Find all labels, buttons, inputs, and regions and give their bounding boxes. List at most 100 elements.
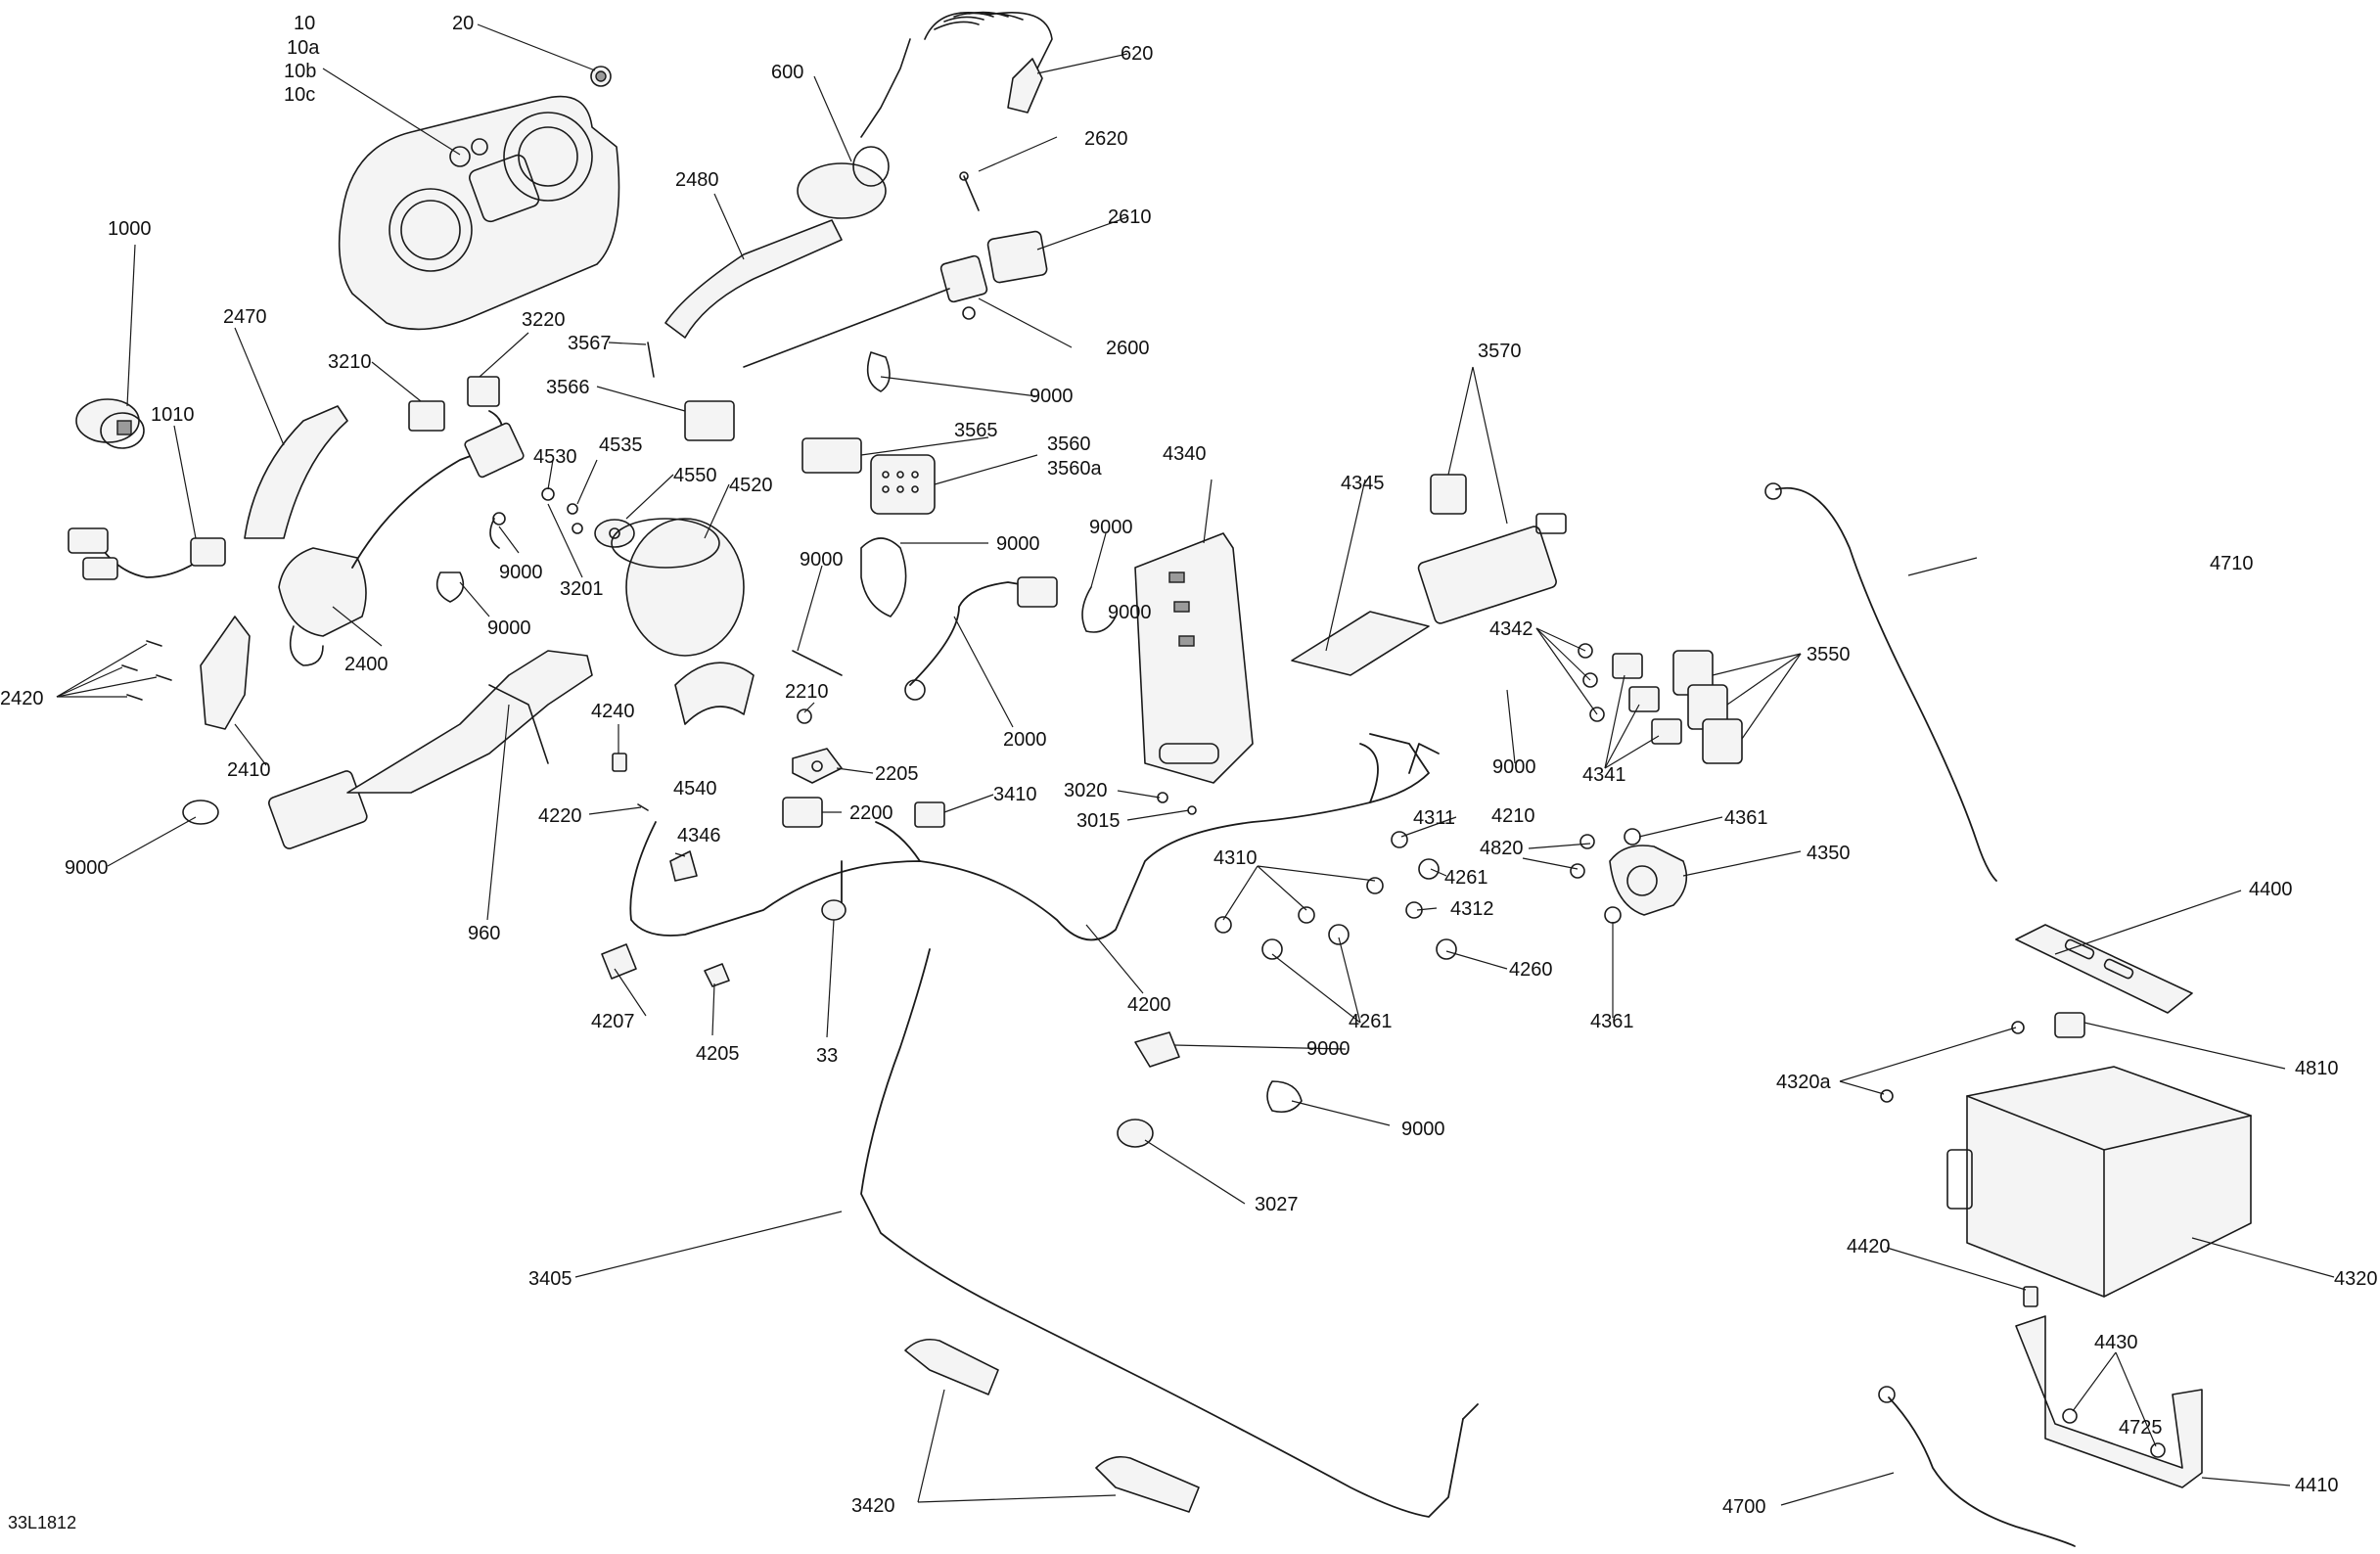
- callout-9000-g: 9000: [800, 549, 844, 571]
- callout-9000-i: 9000: [1306, 1038, 1350, 1060]
- callout-9000-c: 9000: [499, 562, 543, 583]
- callout-2200: 2200: [849, 802, 893, 824]
- callout-3560a: 3560a: [1047, 458, 1102, 480]
- handlebar-switch: [278, 410, 525, 666]
- callout-4260: 4260: [1509, 959, 1553, 981]
- callout-9000-f: 9000: [1089, 517, 1133, 538]
- clip-9000-top: [866, 351, 891, 392]
- callout-4261-b: 4261: [1349, 1011, 1393, 1032]
- callout-4420: 4420: [1847, 1236, 1891, 1257]
- callout-2000: 2000: [1003, 729, 1047, 751]
- callout-10a: 10a: [287, 37, 320, 59]
- callout-4346: 4346: [677, 825, 721, 846]
- callout-4530: 4530: [533, 446, 577, 468]
- callout-3210: 3210: [328, 351, 372, 373]
- sleeve-4540: [674, 662, 755, 725]
- callout-4361-a: 4361: [1724, 807, 1768, 829]
- callout-4240: 4240: [591, 701, 635, 722]
- switch-2600: [743, 254, 988, 368]
- callout-3220: 3220: [522, 309, 566, 331]
- callout-2610: 2610: [1108, 206, 1152, 228]
- callout-3027: 3027: [1255, 1194, 1299, 1215]
- callout-4725: 4725: [2119, 1417, 2163, 1439]
- callout-4540: 4540: [673, 778, 717, 800]
- callout-4535: 4535: [599, 434, 643, 456]
- callout-4205: 4205: [696, 1043, 740, 1065]
- ground-cable-4710: [1764, 482, 1997, 882]
- part-4220: [637, 803, 649, 811]
- callout-4341: 4341: [1582, 764, 1626, 786]
- callout-3420: 3420: [851, 1495, 895, 1517]
- battery-strap-4400: [2015, 924, 2193, 1014]
- nut-4820: [1570, 863, 1585, 879]
- conduit-hose: [244, 405, 348, 539]
- callout-3405: 3405: [528, 1268, 572, 1290]
- callout-4342: 4342: [1489, 618, 1533, 640]
- relay-3210: [408, 400, 445, 432]
- sensor-2200: [782, 797, 823, 828]
- callout-4400: 4400: [2249, 879, 2293, 900]
- gasket-2205: [792, 748, 843, 784]
- callout-9000-e: 9000: [996, 533, 1040, 555]
- callout-4210: 4210: [1491, 805, 1535, 827]
- callout-33: 33: [816, 1045, 838, 1067]
- screw-3015: [1187, 805, 1197, 815]
- screws-4530: [492, 487, 583, 534]
- callout-4320a: 4320a: [1776, 1072, 1831, 1093]
- column-harness: [268, 650, 593, 849]
- callout-4261-a: 4261: [1444, 867, 1488, 889]
- callout-4430: 4430: [2094, 1332, 2138, 1353]
- sleeve-3420-b: [1095, 1455, 1200, 1513]
- rod-9000: [792, 650, 843, 676]
- key-switch: [797, 38, 911, 219]
- callout-4700: 4700: [1722, 1496, 1766, 1518]
- outlet-harness: [68, 527, 226, 580]
- flange-4550: [594, 519, 635, 548]
- callout-1010: 1010: [151, 404, 195, 426]
- relays-3550: [1672, 650, 1743, 764]
- callout-4820: 4820: [1480, 838, 1524, 859]
- callout-9000-h: 9000: [1492, 756, 1536, 778]
- callout-4810: 4810: [2295, 1058, 2339, 1079]
- clip-9000-mid: [489, 518, 500, 549]
- callout-960: 960: [468, 923, 500, 944]
- tie-9000-2: [1081, 586, 1117, 633]
- drawing-code: 33L1812: [8, 1513, 76, 1532]
- callout-2400: 2400: [344, 654, 389, 675]
- callout-3550: 3550: [1807, 644, 1851, 665]
- callout-4410: 4410: [2295, 1475, 2339, 1496]
- callout-1000: 1000: [108, 218, 152, 240]
- callout-4361-b: 4361: [1590, 1011, 1634, 1032]
- safety-lanyard: [924, 11, 1053, 114]
- callout-4220: 4220: [538, 805, 582, 827]
- callout-3015: 3015: [1076, 810, 1121, 832]
- callout-4345: 4345: [1341, 473, 1385, 494]
- bolt-4420: [2023, 1286, 2038, 1307]
- callout-3560: 3560: [1047, 434, 1091, 455]
- callout-9000-j: 9000: [1401, 1119, 1445, 1140]
- switch-bracket: [200, 616, 251, 730]
- terminal-33: [821, 899, 847, 921]
- leader-lines: [56, 23, 2335, 1506]
- callout-4340: 4340: [1163, 443, 1207, 465]
- relay-3220: [467, 376, 500, 407]
- battery-tray-4410: [2015, 1315, 2203, 1488]
- nut-4205: [704, 963, 730, 987]
- nut-4210: [1579, 834, 1595, 849]
- module-3560: [870, 454, 936, 515]
- callout-4311: 4311: [1413, 807, 1455, 829]
- callout-2420: 2420: [0, 688, 44, 709]
- callout-2600: 2600: [1106, 338, 1150, 359]
- callout-4207: 4207: [591, 1011, 635, 1032]
- relay-socket-4341: [1612, 653, 1682, 745]
- bracket-4340: [1134, 532, 1254, 784]
- callout-20: 20: [452, 13, 474, 34]
- callout-3565: 3565: [954, 420, 998, 441]
- module-3566: [684, 400, 735, 441]
- nut-2210: [797, 708, 812, 724]
- callout-2480: 2480: [675, 169, 719, 191]
- callout-9000-b: 9000: [1030, 386, 1074, 407]
- battery-4320: [1946, 1066, 2252, 1298]
- callout-620: 620: [1121, 43, 1153, 65]
- callout-2470: 2470: [223, 306, 267, 328]
